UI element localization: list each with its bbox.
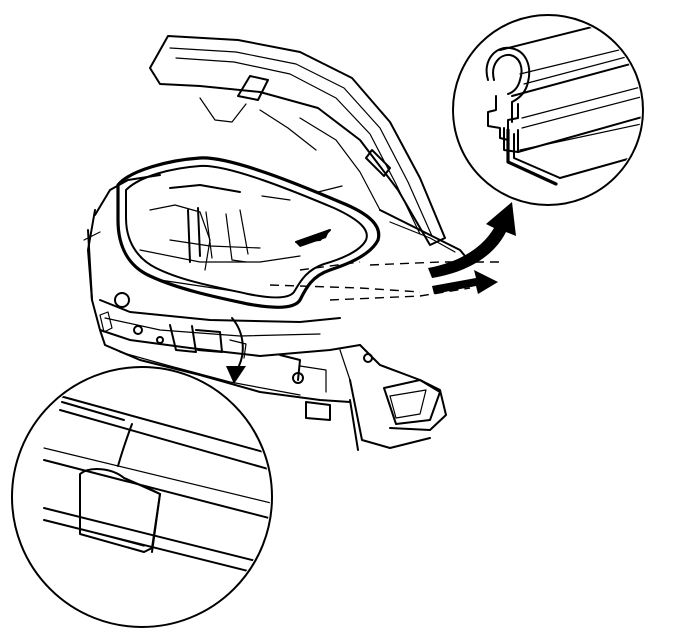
callout-weatherstrip-cross-section bbox=[452, 14, 644, 206]
arrow-to-lower-callout bbox=[226, 317, 246, 384]
arrow-to-upper-callout bbox=[428, 202, 516, 278]
vehicle-rear-body bbox=[83, 35, 500, 451]
deck-lid bbox=[149, 35, 446, 246]
callout-arrows bbox=[226, 202, 516, 384]
trunk-compartment bbox=[83, 156, 500, 451]
callout-weatherstrip-joint bbox=[11, 366, 273, 628]
arrow-pointer-right bbox=[432, 270, 498, 294]
